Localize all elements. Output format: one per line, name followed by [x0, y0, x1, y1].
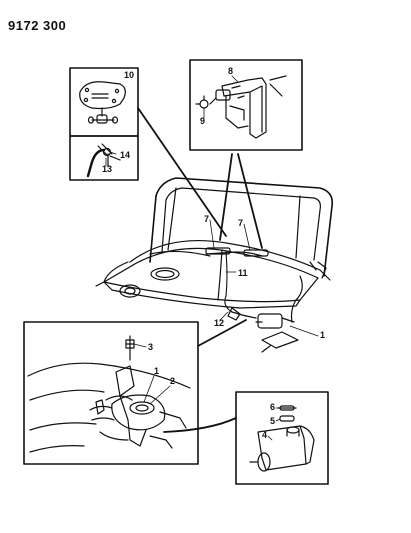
callout-5: 5 [270, 416, 275, 426]
callout-1: 1 [154, 366, 159, 376]
callout-12: 12 [214, 318, 224, 328]
windshield-cowl-assembly [95, 177, 334, 353]
callout-7a: 7 [204, 214, 209, 224]
callout-2: 2 [170, 376, 175, 386]
callout-4: 4 [262, 430, 267, 440]
callout-6: 6 [270, 402, 275, 412]
callout-14: 14 [120, 150, 130, 160]
leader-lines [137, 107, 263, 433]
callout-10: 10 [124, 70, 134, 80]
inset-check-valve [69, 135, 139, 181]
callout-9: 9 [200, 116, 205, 126]
callout-leaders [105, 75, 319, 441]
inset-wiper-motor [23, 321, 199, 465]
callout-3: 3 [148, 342, 153, 352]
inset-nozzle-bracket [189, 59, 303, 151]
callout-7b: 7 [238, 218, 243, 228]
inset-hose-connector [69, 67, 139, 137]
callout-11: 11 [238, 268, 248, 278]
document-id: 9172 300 [8, 18, 67, 33]
callout-labels: 10 14 13 8 9 7 7 11 12 1 3 1 2 6 5 4 [102, 66, 325, 440]
callout-1b: 1 [320, 330, 325, 340]
callout-8: 8 [228, 66, 233, 76]
callout-13: 13 [102, 164, 112, 174]
inset-washer-reservoir [235, 391, 329, 485]
